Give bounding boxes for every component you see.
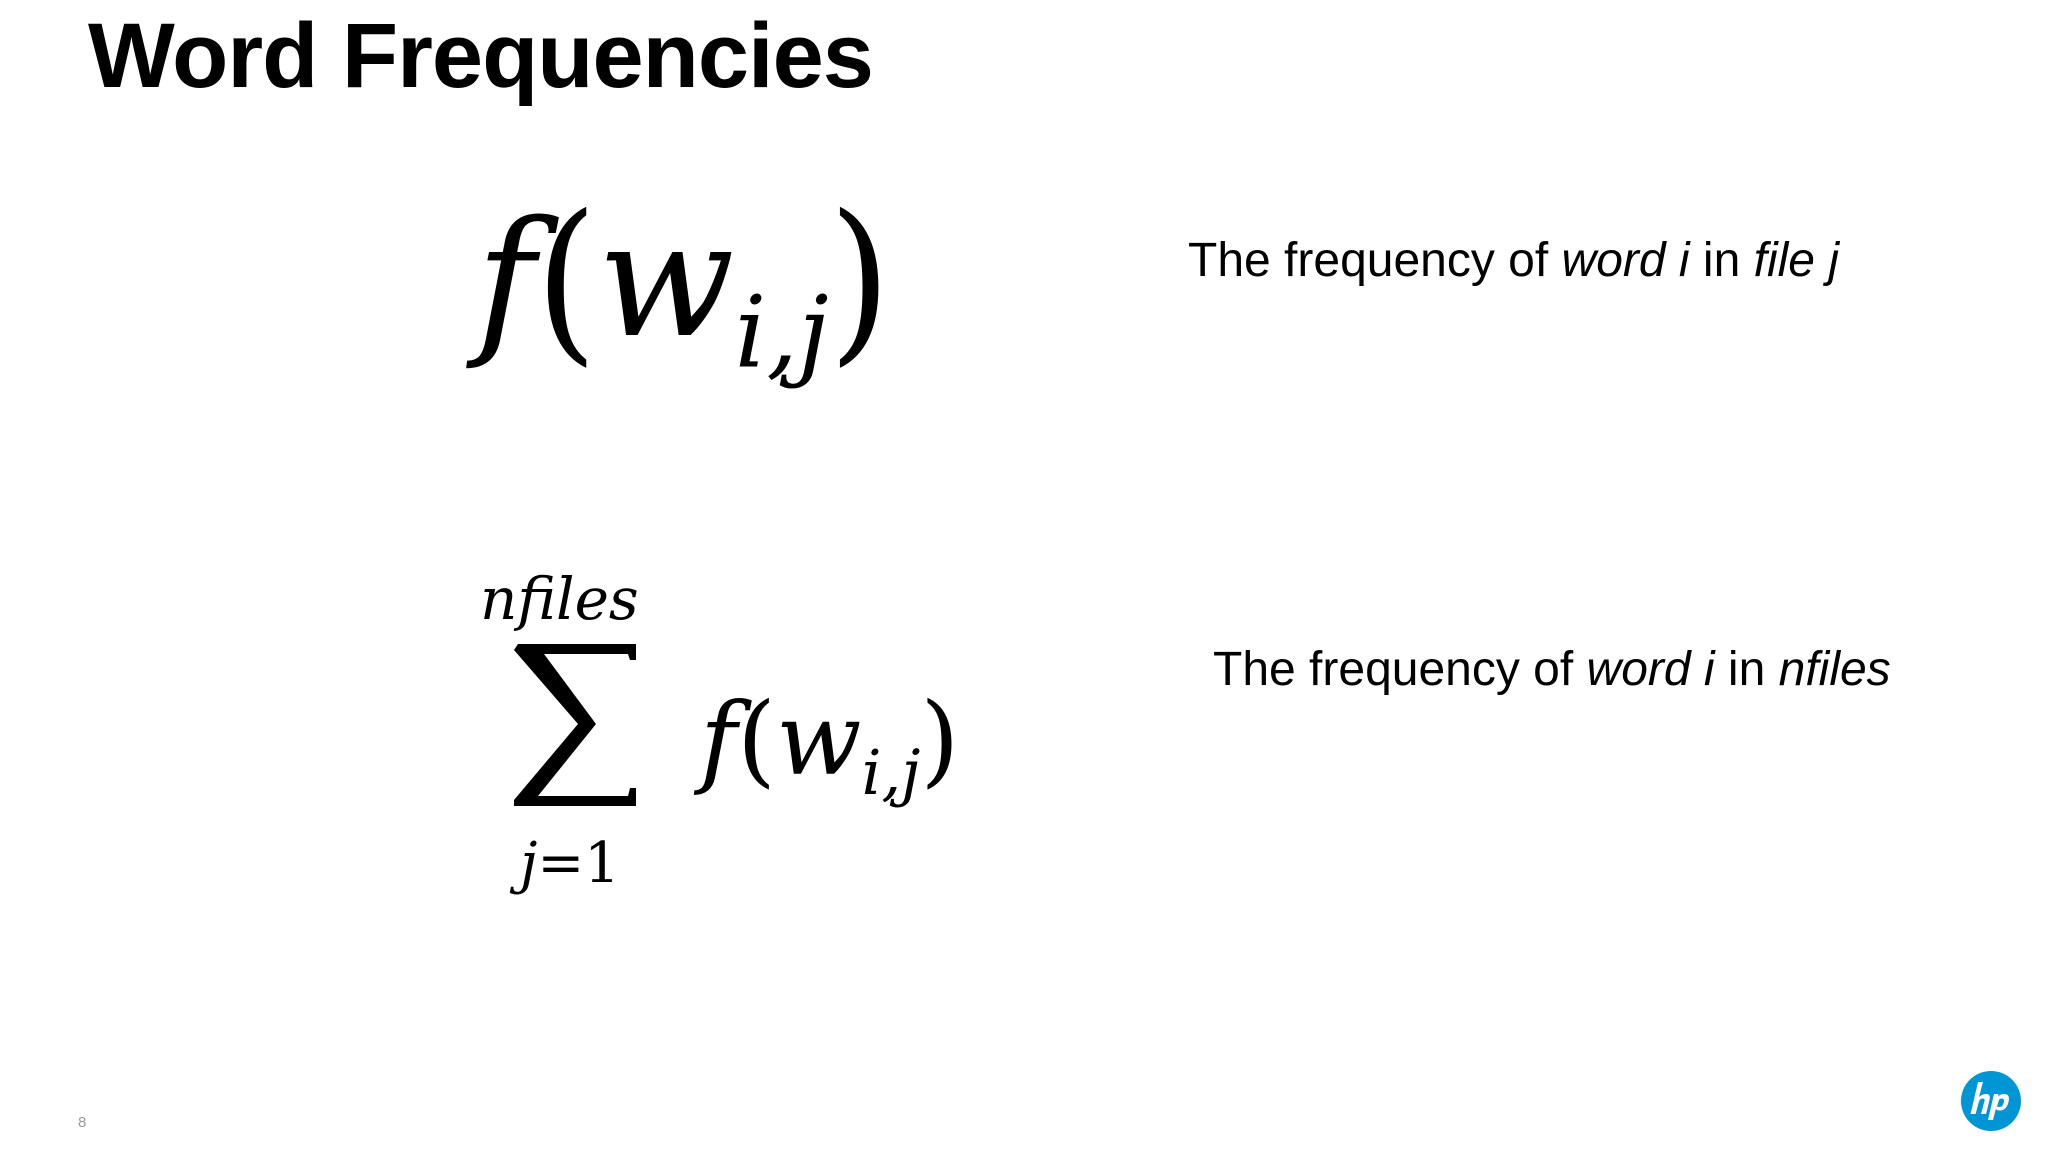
summation-index: j — [520, 831, 538, 896]
description-text: The frequency of — [1213, 643, 1587, 696]
description-target-term: nfiles — [1778, 643, 1891, 696]
summation-operator: nfiles j=1 — [470, 570, 690, 910]
formula-subscript: i,j — [734, 275, 829, 391]
formula-function: f — [476, 186, 536, 373]
hp-logo-icon — [1961, 1071, 2021, 1131]
description-text: The frequency of — [1188, 234, 1562, 287]
formula-function: f — [700, 681, 738, 798]
formula-open-paren: ( — [737, 681, 777, 798]
page-number: 8 — [78, 1114, 87, 1131]
description-target-term: file j — [1753, 234, 1839, 287]
formula-subscript: i,j — [861, 735, 921, 809]
description-word-in-file: The frequency of word i in file j — [1188, 232, 1839, 290]
description-word-in-nfiles: The frequency of word i in nfiles — [1213, 641, 1891, 699]
summation-upper-limit: nfiles — [480, 565, 639, 633]
description-word-term: word i — [1586, 643, 1715, 696]
sigma-symbol — [514, 644, 636, 806]
description-word-term: word i — [1561, 234, 1690, 287]
formula-variable: w — [597, 186, 735, 373]
description-text: in — [1689, 234, 1754, 287]
word-frequency-formula: f(wi,j) — [476, 191, 891, 382]
slide-title: Word Frequencies — [88, 5, 874, 107]
formula-open-paren: ( — [535, 176, 598, 383]
summed-frequency-formula: f(wi,j) — [700, 690, 959, 804]
formula-variable: w — [776, 681, 862, 798]
formula-close-paren: ) — [828, 176, 892, 383]
summation-lower-limit: j=1 — [520, 836, 620, 892]
formula-close-paren: ) — [920, 681, 960, 798]
summation-index-start: =1 — [537, 831, 620, 896]
description-text: in — [1714, 643, 1779, 696]
